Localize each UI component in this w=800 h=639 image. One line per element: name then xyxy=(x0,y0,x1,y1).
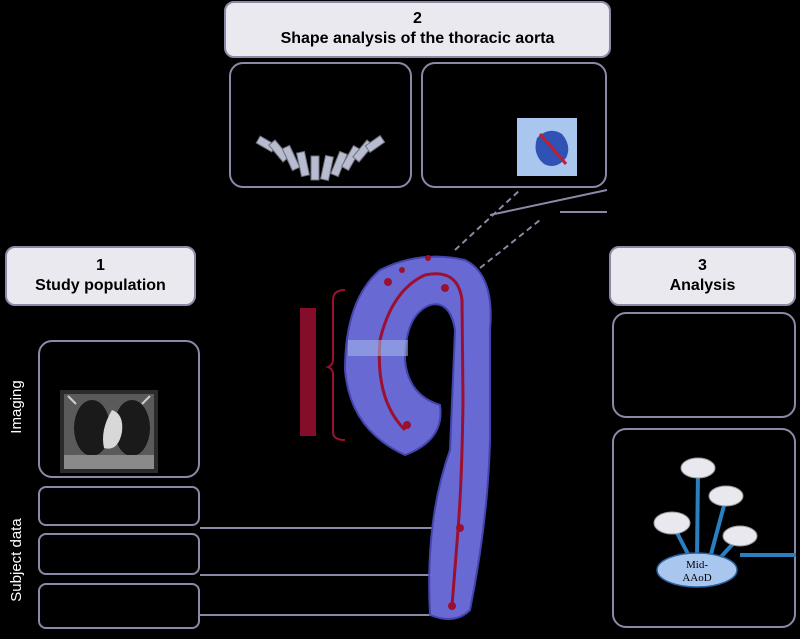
section-1-title: Study population xyxy=(35,277,166,294)
ascending-aorta-bracket xyxy=(300,289,346,441)
mri-thumbnail xyxy=(60,390,158,473)
section-1-number: 1 xyxy=(96,257,105,274)
subject-data-panel-1 xyxy=(38,486,200,526)
shape-panel-left xyxy=(229,62,412,188)
subject-data-panel-2 xyxy=(38,533,200,575)
analysis-panel-top xyxy=(612,312,796,418)
network-center-label-1: Mid- xyxy=(686,559,708,571)
network-node xyxy=(708,485,744,507)
cross-section-icon xyxy=(517,118,577,176)
aortic-slices-icon xyxy=(255,134,386,182)
section-3-header: 3 Analysis xyxy=(609,246,796,306)
subject-data-panel-3 xyxy=(38,583,200,629)
variable-network: Mid- AAoD xyxy=(653,457,796,588)
network-node xyxy=(722,525,758,547)
section-2-title: Shape analysis of the thoracic aorta xyxy=(280,30,555,47)
section-1-header: 1 Study population xyxy=(5,246,196,306)
section-2-number: 2 xyxy=(413,10,422,27)
network-center-node xyxy=(656,552,738,588)
network-node xyxy=(680,457,716,479)
section-2-header: 2 Shape analysis of the thoracic aorta xyxy=(224,1,611,58)
section-3-number: 3 xyxy=(698,257,707,274)
network-center-label-2: AAoD xyxy=(682,572,711,584)
connector-lines xyxy=(200,189,608,616)
network-node xyxy=(653,511,691,535)
section-3-title: Analysis xyxy=(669,277,736,294)
aorta-model xyxy=(343,255,492,620)
